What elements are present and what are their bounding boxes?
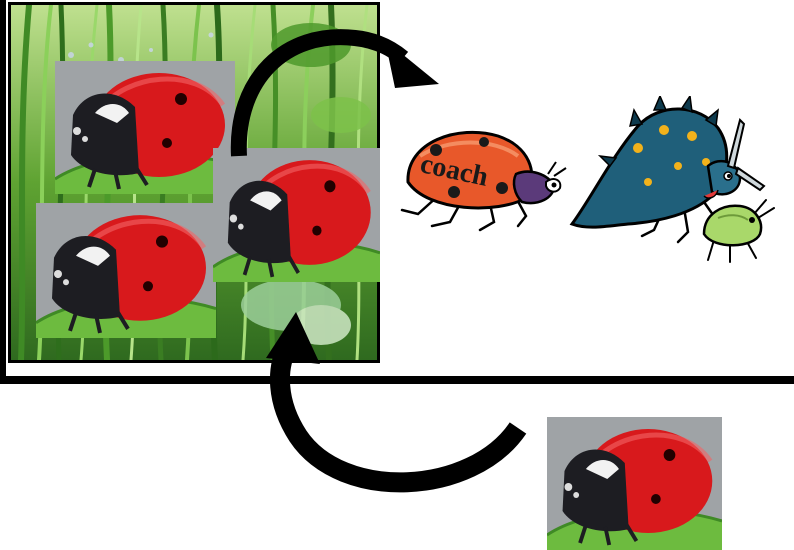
- ladybird-photo-tile: [213, 148, 380, 282]
- ladybird-photo: [547, 417, 722, 550]
- ladybird-photo: [36, 203, 216, 338]
- aphid-cartoon: [704, 200, 774, 262]
- ladybird-photo: [55, 61, 235, 194]
- ladybird-photo: [213, 148, 380, 282]
- curved-arrow-icon: [262, 306, 557, 502]
- ladybird-photo-tile: [36, 203, 216, 338]
- ladybird-larva-cartoon: [568, 96, 778, 266]
- ladybird-photo-tile: [55, 61, 235, 194]
- ladybird-photo-tile: [547, 417, 722, 550]
- outer-frame-left-edge: [0, 0, 6, 384]
- curved-arrow-icon: [225, 10, 445, 160]
